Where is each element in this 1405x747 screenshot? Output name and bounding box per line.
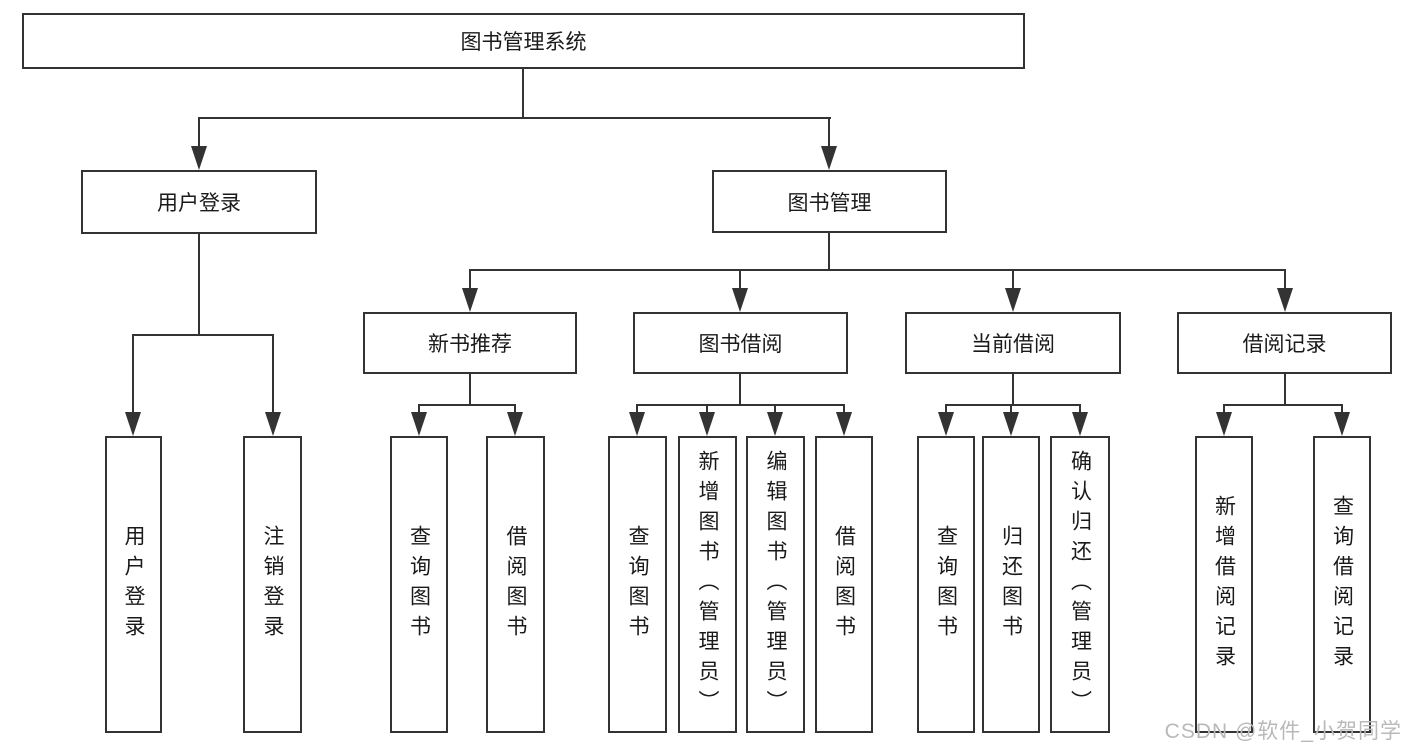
- connector-stem: [945, 404, 947, 414]
- connector-drop: [1284, 374, 1286, 406]
- node-user-login: 用户登录: [81, 170, 317, 234]
- arrow-down-icon: [699, 412, 715, 436]
- connector-mgmt-split: [469, 269, 1286, 271]
- connector-split: [636, 404, 845, 406]
- connector-stem-mgmt: [828, 117, 830, 148]
- connector-split: [1223, 404, 1343, 406]
- csdn-watermark: CSDN @软件_小贺同学: [1164, 720, 1402, 743]
- leaf-confirm-return-admin: 确认归还（管理员）: [1050, 436, 1110, 733]
- connector-stem-login: [198, 117, 200, 148]
- connector-stem: [1341, 404, 1343, 414]
- node-book-borrow-label: 图书借阅: [698, 333, 783, 356]
- connector-split: [945, 404, 1081, 406]
- leaf-borrow-query-books: 查询图书: [608, 436, 667, 733]
- connector-mgmt-drop: [828, 233, 830, 271]
- node-current-borrow-label: 当前借阅: [971, 333, 1055, 356]
- leaf-logout: 注销登录: [243, 436, 302, 733]
- connector-drop: [469, 374, 471, 406]
- node-new-book-recommend-label: 新书推荐: [428, 333, 512, 356]
- connector-drop: [739, 374, 741, 406]
- connector-stem: [469, 269, 471, 290]
- arrow-down-icon: [1334, 412, 1350, 436]
- connector-login-split: [132, 334, 274, 336]
- leaf-borrow-books-label: 借阅图书: [832, 524, 856, 645]
- arrow-down-icon: [507, 412, 523, 436]
- leaf-recommend-query-books-label: 查询图书: [407, 524, 431, 645]
- leaf-current-query-books-label: 查询图书: [934, 524, 958, 645]
- leaf-recommend-borrow-books: 借阅图书: [486, 436, 545, 733]
- connector-stem: [636, 404, 638, 414]
- leaf-return-books-label: 归还图书: [999, 524, 1023, 645]
- connector-stem: [1010, 404, 1012, 414]
- arrow-down-icon: [821, 146, 837, 170]
- connector-stem: [1012, 269, 1014, 290]
- leaf-edit-book-admin-label: 编辑图书（管理员）: [764, 449, 787, 720]
- leaf-confirm-return-admin-label: 确认归还（管理员）: [1068, 449, 1092, 720]
- connector-drop: [1012, 374, 1014, 406]
- connector-stem: [514, 404, 516, 414]
- connector-stem: [1284, 269, 1286, 290]
- node-borrow-records-label: 借阅记录: [1242, 333, 1327, 356]
- leaf-add-book-admin-label: 新增图书（管理员）: [696, 449, 719, 720]
- node-book-borrow: 图书借阅: [633, 312, 848, 374]
- leaf-current-query-books: 查询图书: [917, 436, 975, 733]
- connector-stem: [272, 334, 274, 414]
- arrow-down-icon: [1003, 412, 1019, 436]
- leaf-recommend-query-books: 查询图书: [390, 436, 448, 733]
- leaf-borrow-books: 借阅图书: [815, 436, 873, 733]
- connector-stem: [1079, 404, 1081, 414]
- arrow-down-icon: [191, 146, 207, 170]
- arrow-down-icon: [1277, 288, 1293, 312]
- connector-root-drop: [522, 69, 524, 118]
- connector-split: [418, 404, 516, 406]
- node-borrow-records: 借阅记录: [1177, 312, 1392, 374]
- arrow-down-icon: [462, 288, 478, 312]
- arrow-down-icon: [629, 412, 645, 436]
- arrow-down-icon: [1216, 412, 1232, 436]
- leaf-edit-book-admin: 编辑图书（管理员）: [746, 436, 805, 733]
- node-new-book-recommend: 新书推荐: [363, 312, 577, 374]
- leaf-add-borrow-record: 新增借阅记录: [1195, 436, 1253, 733]
- leaf-logout-label: 注销登录: [261, 524, 284, 645]
- node-book-management-label: 图书管理: [787, 191, 872, 215]
- connector-stem: [132, 334, 134, 414]
- leaf-add-borrow-record-label: 新增借阅记录: [1212, 494, 1236, 675]
- leaf-recommend-borrow-books-label: 借阅图书: [504, 524, 527, 645]
- arrow-down-icon: [1072, 412, 1088, 436]
- arrow-down-icon: [767, 412, 783, 436]
- connector-root-split: [198, 117, 831, 119]
- connector-stem: [774, 404, 776, 414]
- leaf-user-login-label: 用户登录: [122, 524, 145, 645]
- connector-login-drop: [198, 234, 200, 336]
- leaf-add-book-admin: 新增图书（管理员）: [678, 436, 737, 733]
- leaf-return-books: 归还图书: [982, 436, 1040, 733]
- node-book-management: 图书管理: [712, 170, 947, 233]
- node-library-system-label: 图书管理系统: [460, 31, 587, 54]
- leaf-query-borrow-record-label: 查询借阅记录: [1330, 494, 1354, 675]
- arrow-down-icon: [836, 412, 852, 436]
- connector-stem: [739, 269, 741, 290]
- connector-stem: [843, 404, 845, 414]
- arrow-down-icon: [125, 412, 141, 436]
- leaf-query-borrow-record: 查询借阅记录: [1313, 436, 1371, 733]
- node-current-borrow: 当前借阅: [905, 312, 1121, 374]
- connector-stem: [1223, 404, 1225, 414]
- arrow-down-icon: [1005, 288, 1021, 312]
- arrow-down-icon: [265, 412, 281, 436]
- connector-stem: [706, 404, 708, 414]
- leaf-borrow-query-books-label: 查询图书: [626, 524, 649, 645]
- node-user-login-label: 用户登录: [157, 192, 241, 215]
- node-library-system: 图书管理系统: [22, 13, 1025, 69]
- arrow-down-icon: [938, 412, 954, 436]
- arrow-down-icon: [411, 412, 427, 436]
- arrow-down-icon: [732, 288, 748, 312]
- leaf-user-login: 用户登录: [105, 436, 162, 733]
- connector-stem: [418, 404, 420, 414]
